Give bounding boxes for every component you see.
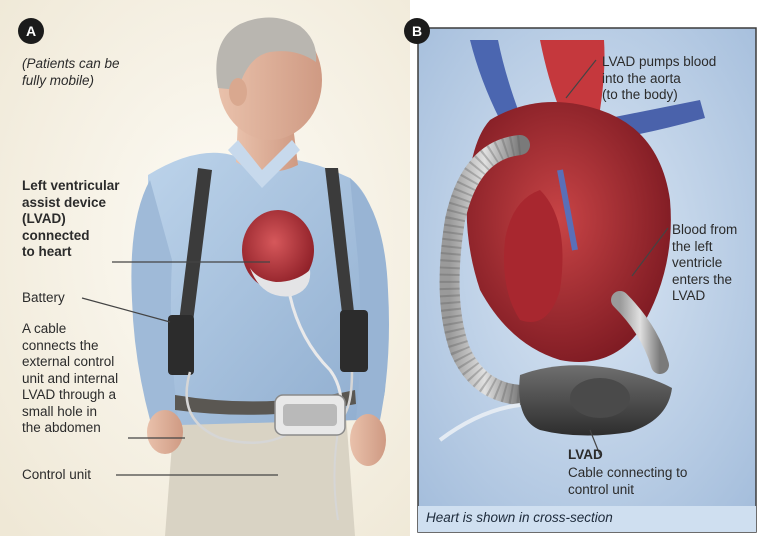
label-battery: Battery [22,290,65,307]
label-cable-control: Cable connecting to control unit [568,465,687,498]
label-control-unit: Control unit [22,467,91,484]
panel-a-badge: A [18,18,44,44]
mobility-note: (Patients can be fully mobile) [22,56,120,89]
label-blood-from-ventricle: Blood from the left ventricle enters the… [672,222,737,305]
pump-housing [570,378,630,418]
label-lvad-b: LVAD [568,447,603,464]
panel-b-badge: B [404,18,430,44]
cross-section-caption: Heart is shown in cross-section [426,510,613,525]
label-pumps-aorta: LVAD pumps blood into the aorta (to the … [602,54,716,104]
label-lvad-connected: Left ventricular assist device (LVAD) co… [22,178,120,261]
label-cable: A cable connects the external control un… [22,321,118,437]
